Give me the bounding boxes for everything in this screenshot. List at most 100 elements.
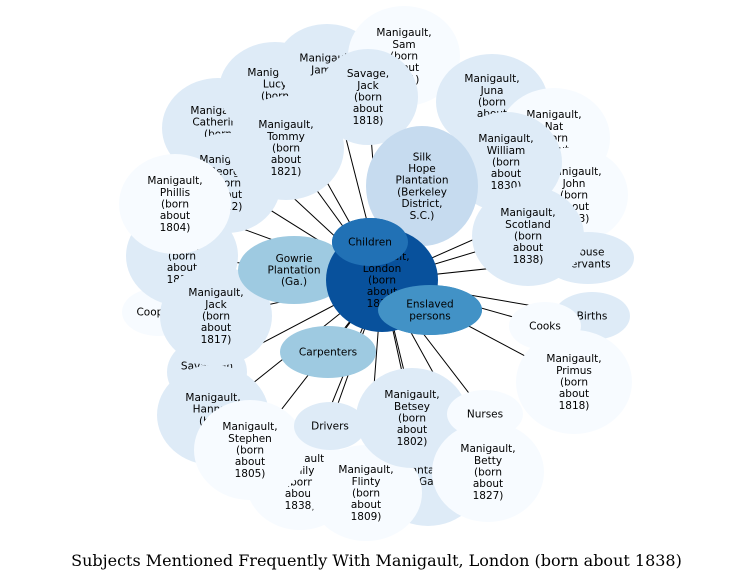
node-bubble-carpenters xyxy=(280,326,376,378)
node-label-scotland: Scotland xyxy=(505,219,551,231)
node-bubble-tommy xyxy=(228,96,344,200)
node-label-stephen: about xyxy=(235,456,265,468)
node-label-emily: about xyxy=(285,488,315,500)
node-bubble-betsey xyxy=(356,368,468,468)
node-label-flinty: (born xyxy=(352,488,380,500)
node-label-carpenters: Carpenters xyxy=(299,347,357,359)
node-label-stephen: (born xyxy=(236,445,264,457)
node-label-betty: 1827) xyxy=(473,490,504,502)
node-label-tommy: Tommy xyxy=(266,131,305,143)
node-label-william: Manigault, xyxy=(478,133,533,145)
node-label-phillis: about xyxy=(160,210,190,222)
node-carpenters[interactable]: Carpenters xyxy=(280,326,376,378)
node-label-jack: Jack xyxy=(204,299,227,311)
node-bubble-phillis xyxy=(119,154,231,254)
node-label-tommy: about xyxy=(271,154,301,166)
node-label-betty: about xyxy=(473,478,503,490)
node-children[interactable]: Children xyxy=(332,218,408,266)
node-label-flinty: 1809) xyxy=(351,511,382,523)
node-bubble-gowrie xyxy=(238,236,350,304)
node-label-jack: 1817) xyxy=(201,334,232,346)
node-label-silk: District, xyxy=(401,198,442,210)
node-label-juna: (born xyxy=(478,97,506,109)
node-label-juna: Juna xyxy=(480,85,504,97)
node-bubble-stephen xyxy=(194,400,306,500)
node-label-flinty: about xyxy=(351,499,381,511)
node-label-tommy: Manigault, xyxy=(258,119,313,131)
node-label-savage: 1818) xyxy=(353,115,384,127)
node-label-betsey: Betsey xyxy=(394,401,430,413)
node-label-savage: about xyxy=(353,103,383,115)
node-label-sam: Manigault, xyxy=(376,27,431,39)
node-bubble-betty xyxy=(432,422,544,522)
node-label-silk: S.C.) xyxy=(410,210,435,222)
node-label-enslaved: Enslaved xyxy=(406,299,453,311)
node-bubble-savage xyxy=(318,49,418,145)
node-silk[interactable]: SilkHopePlantation(BerkeleyDistrict,S.C.… xyxy=(366,126,478,246)
node-label-flinty: Manigault, xyxy=(338,464,393,476)
node-cooks[interactable]: Cooks xyxy=(509,302,581,350)
node-label-gowrie: Gowrie xyxy=(276,253,313,265)
node-label-primus: 1818) xyxy=(559,400,590,412)
node-label-phillis: Phillis xyxy=(160,187,190,199)
node-label-savage: (born xyxy=(354,92,382,104)
node-label-flinty: Flinty xyxy=(352,476,381,488)
node-label-nat: Nat xyxy=(545,121,563,133)
node-label-stanley: about xyxy=(167,262,197,274)
node-label-john: John xyxy=(562,178,586,190)
node-label-silk: (Berkeley xyxy=(397,186,447,198)
node-label-scotland: Manigault, xyxy=(500,207,555,219)
node-label-phillis: 1804) xyxy=(160,222,191,234)
node-bubble-flinty xyxy=(310,445,422,541)
node-drivers[interactable]: Drivers xyxy=(294,402,366,450)
node-bubble-cooks xyxy=(509,302,581,350)
node-label-betty: Manigault, xyxy=(460,443,515,455)
node-bubble-primus xyxy=(516,330,632,434)
node-label-tommy: (born xyxy=(272,143,300,155)
node-label-sam: Sam xyxy=(392,39,415,51)
node-label-drivers: Drivers xyxy=(311,421,349,433)
node-label-john: (born xyxy=(560,190,588,202)
node-label-catherine: Catherine xyxy=(192,117,243,129)
node-label-savage: Jack xyxy=(356,80,379,92)
node-nurses[interactable]: Nurses xyxy=(447,390,523,438)
node-label-london: (born xyxy=(368,275,396,287)
node-label-betsey: Manigault, xyxy=(384,389,439,401)
node-label-william: about xyxy=(491,168,521,180)
node-label-juna: Manigault, xyxy=(464,73,519,85)
node-label-jack: about xyxy=(201,322,231,334)
node-bubble-children xyxy=(332,218,408,266)
node-label-primus: Primus xyxy=(556,365,592,377)
node-label-enslaved: persons xyxy=(409,310,450,322)
node-label-phillis: Manigault, xyxy=(147,175,202,187)
node-label-stephen: 1805) xyxy=(235,468,266,480)
node-bubble-drivers xyxy=(294,402,366,450)
node-label-scotland: about xyxy=(513,242,543,254)
node-label-betty: (born xyxy=(474,467,502,479)
node-label-betsey: about xyxy=(397,424,427,436)
node-label-house: servants xyxy=(565,258,610,270)
node-bubble-enslaved xyxy=(378,285,482,335)
node-label-children: Children xyxy=(348,237,392,249)
node-label-jack: (born xyxy=(202,311,230,323)
node-label-nat: Manigault, xyxy=(526,109,581,121)
node-label-phillis: (born xyxy=(161,199,189,211)
node-bubble-nurses xyxy=(447,390,523,438)
node-label-births: Births xyxy=(577,311,608,323)
nodes-layer: CoopersManigault,Stanley(bornabout1830)M… xyxy=(119,6,634,541)
node-label-gowrie: Plantation xyxy=(267,265,320,277)
node-label-silk: Silk xyxy=(413,151,432,163)
node-label-gowrie: (Ga.) xyxy=(281,276,307,288)
